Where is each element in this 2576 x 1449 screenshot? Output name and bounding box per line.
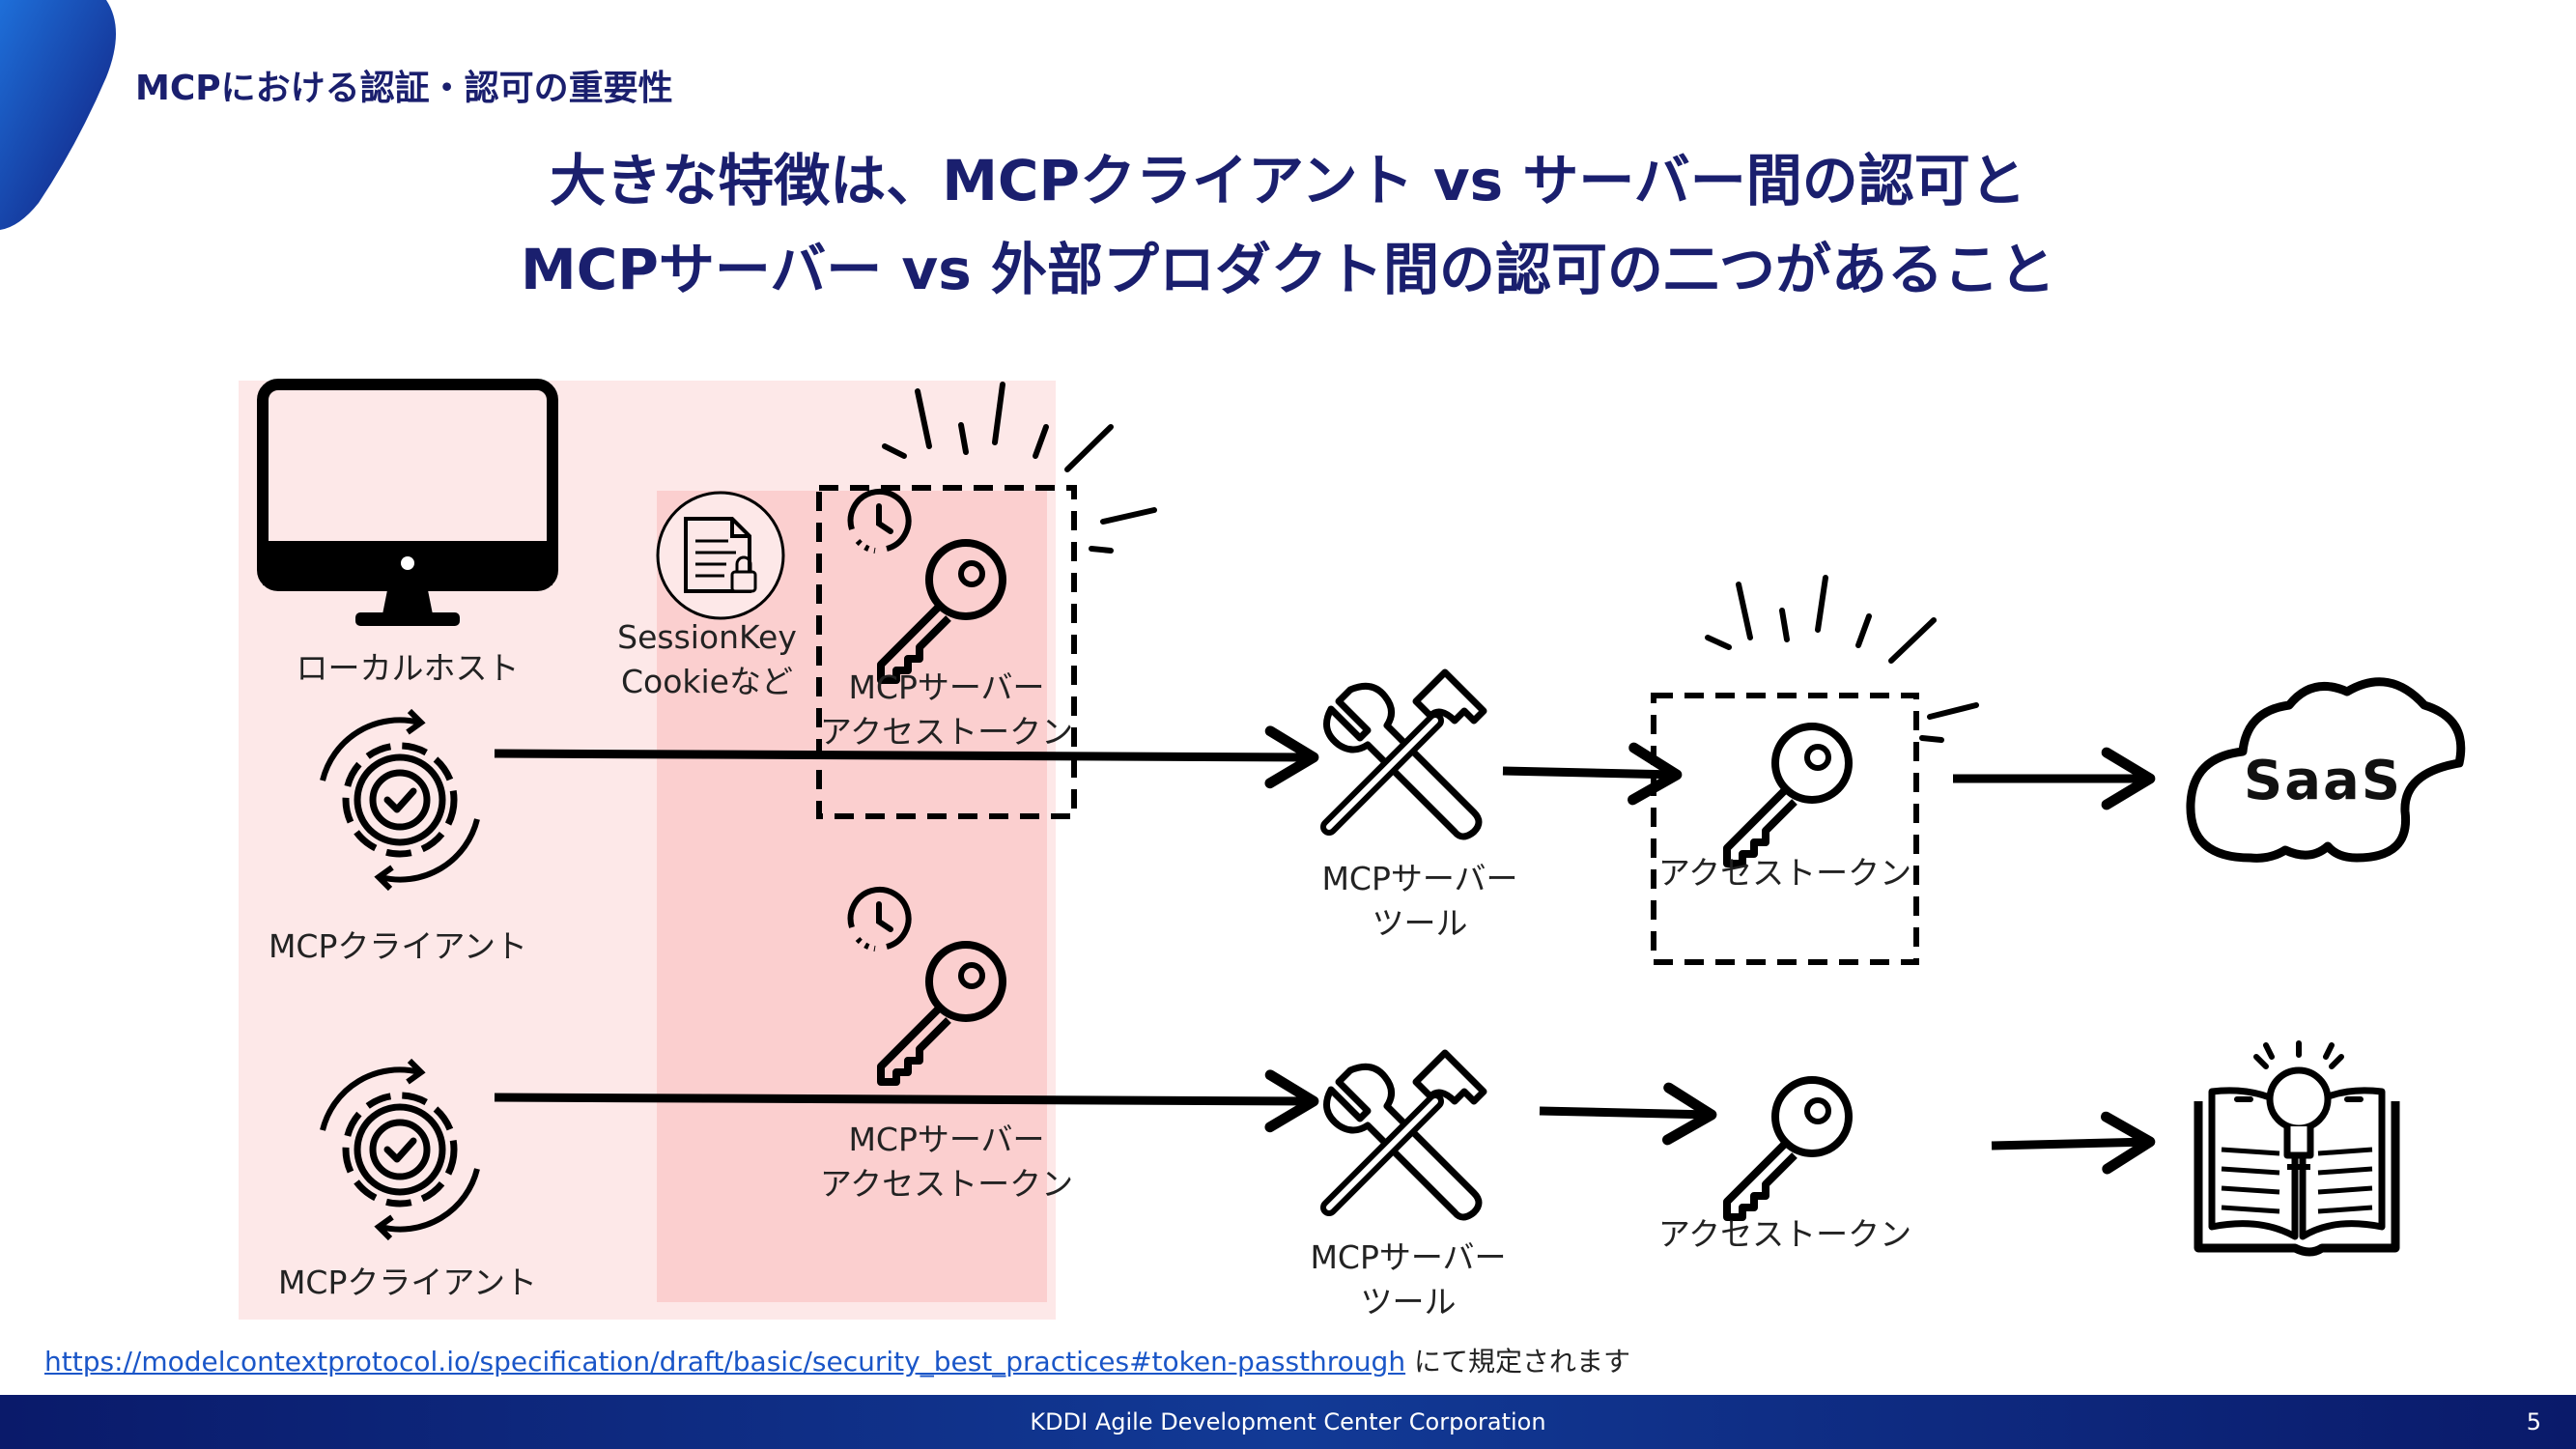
key-icon-bottom-right [1727, 1080, 1849, 1217]
client-top-label: MCPクライアント [268, 927, 528, 965]
arrow-tool-to-token-bottom [1539, 1082, 1717, 1146]
page-number: 5 [2526, 1408, 2541, 1435]
headline-line-2: MCPサーバー vs 外部プロダクト間の認可の二つがあること [521, 237, 2055, 302]
corner-decoration [0, 0, 116, 230]
tool-top-label-2: ツール [1372, 904, 1468, 942]
footnote: https://modelcontextprotocol.io/specific… [44, 1341, 1630, 1379]
localhost-label: ローカルホスト [296, 649, 520, 687]
clock-icon-top [851, 492, 909, 551]
monitor-icon [257, 379, 558, 626]
access-token-top-label: アクセストークン [1657, 854, 1912, 892]
session-region [657, 491, 1047, 1302]
footer-bar [0, 1395, 2576, 1449]
document-lock-icon [656, 491, 785, 620]
key-icon-middle [881, 945, 1003, 1082]
clock-icon-bottom [851, 890, 909, 949]
server-token-bottom-label-2: アクセストークン [819, 1165, 1074, 1203]
arrow-client-to-tool-top [494, 725, 1319, 789]
arrow-client-to-tool-bottom [494, 1069, 1319, 1133]
gear-check-icon-top [323, 711, 477, 889]
highlight-box-right [1651, 693, 1919, 965]
book-bulb-icon [2194, 1040, 2400, 1257]
session-key-label: SessionKey [617, 618, 797, 656]
key-icon-right [1727, 726, 1849, 864]
saas-label: SaaS [2243, 750, 2403, 812]
cookie-label: Cookieなど [620, 663, 793, 700]
access-token-bottom-label: アクセストークン [1657, 1215, 1912, 1253]
tools-icon-top [1327, 672, 1485, 837]
client-bottom-label: MCPクライアント [277, 1264, 538, 1301]
headline-line-1: 大きな特徴は、MCPクライアント vs サーバー間の認可と [550, 148, 2026, 213]
highlight-box-top [816, 485, 1077, 819]
footnote-suffix: にて規定されます [1405, 1346, 1630, 1378]
footer-company: KDDI Agile Development Center Corporatio… [1030, 1408, 1546, 1435]
tool-bottom-label-2: ツール [1360, 1283, 1457, 1321]
burst-lines-top [882, 382, 1157, 554]
tool-top-label-1: MCPサーバー [1321, 860, 1518, 897]
server-token-top-label-1: MCPサーバー [848, 668, 1045, 706]
key-icon-top [881, 543, 1003, 680]
server-token-top-label-2: アクセストークン [819, 713, 1074, 751]
burst-lines-right [1705, 575, 1979, 743]
arrow-token-to-knowledge [1991, 1111, 2156, 1175]
cloud-icon [2186, 677, 2466, 863]
tool-bottom-label-1: MCPサーバー [1310, 1238, 1507, 1276]
arrow-tool-to-token-top [1502, 742, 1683, 806]
gear-check-icon-bottom [323, 1061, 477, 1238]
server-token-bottom-label-1: MCPサーバー [848, 1121, 1045, 1158]
spec-link[interactable]: https://modelcontextprotocol.io/specific… [44, 1346, 1406, 1378]
tools-icon-bottom [1327, 1053, 1485, 1217]
section-title: MCPにおける認証・認可の重要性 [135, 69, 673, 108]
